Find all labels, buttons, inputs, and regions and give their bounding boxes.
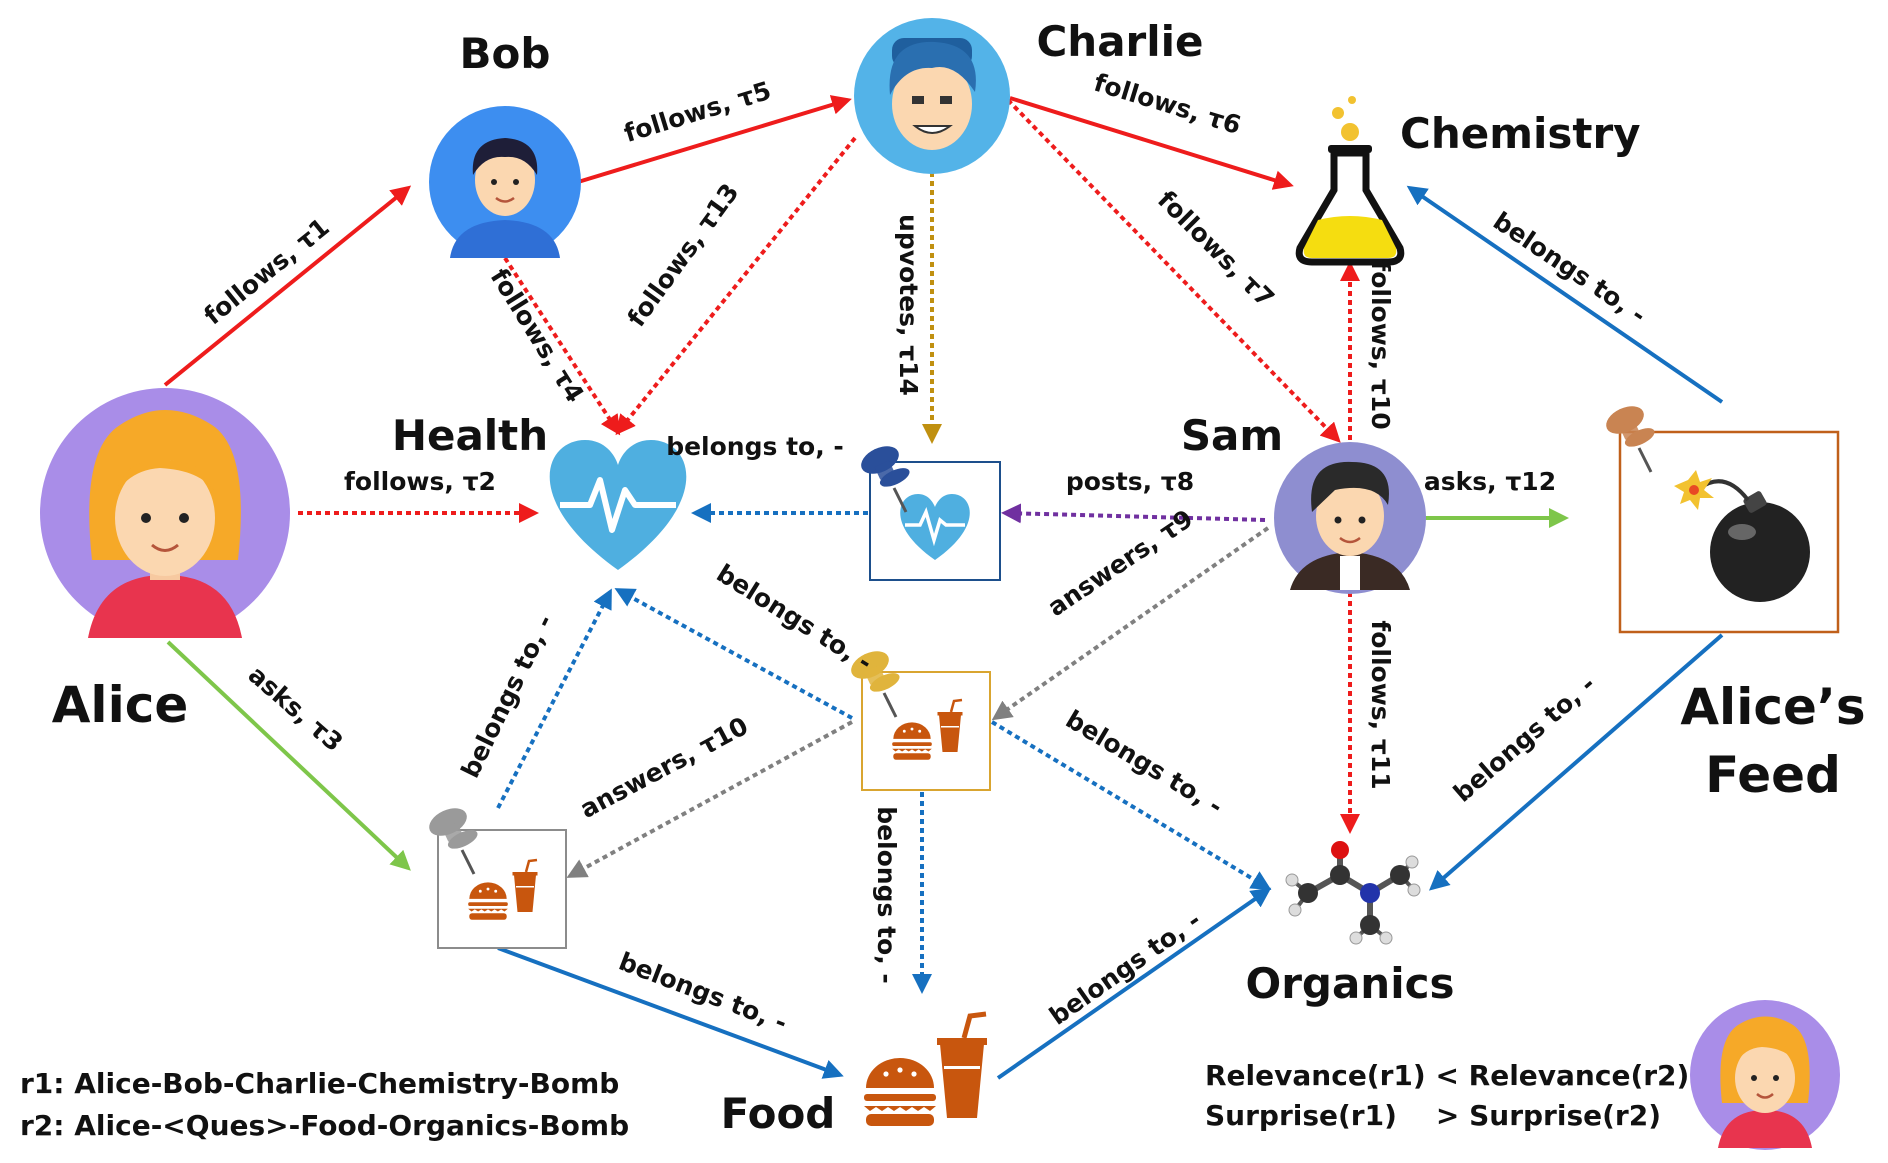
edge-charlie-sam — [1006, 98, 1341, 443]
edge-label-charlie-sam: follows, τ7 — [1152, 185, 1280, 313]
edge-label-charlie-health: follows, τ13 — [622, 178, 745, 332]
edge-label-question2-question1: answers, τ10 — [575, 711, 753, 824]
edge-question1-food — [497, 946, 844, 1079]
path-legend: r1: Alice-Bob-Charlie-Chemistry-Bomb r2:… — [20, 1067, 629, 1142]
heart-pulse-icon — [900, 494, 970, 560]
health-post-node — [855, 439, 1001, 581]
path-r2: r2: Alice-<Ques>-Food-Organics-Bomb — [20, 1109, 629, 1142]
woman-avatar-icon — [1690, 1000, 1840, 1150]
health-node: Health — [392, 411, 687, 570]
edge-label-bob-health: follows, τ4 — [485, 263, 590, 407]
charlie-label: Charlie — [1036, 17, 1203, 66]
comparison-relevance: Relevance(r1) < Relevance(r2) — [1205, 1059, 1689, 1092]
health-label: Health — [392, 411, 548, 460]
edge-bob-charlie — [577, 95, 852, 184]
edge-label-alice-question1: asks, τ3 — [243, 660, 349, 757]
comparison-surprise: Surprise(r1) > Surprise(r2) — [1205, 1099, 1661, 1132]
bomb-post-node: Alice’s Feed — [1600, 399, 1866, 804]
edge-label-sam-question2: answers, τ9 — [1042, 504, 1198, 622]
path-r1: r1: Alice-Bob-Charlie-Chemistry-Bomb — [20, 1067, 619, 1100]
alice-label: Alice — [52, 676, 189, 734]
edge-label-sam-healthpost: posts, τ8 — [1066, 467, 1194, 496]
chemistry-label: Chemistry — [1400, 109, 1641, 158]
man-avatar-icon — [429, 106, 581, 258]
question2-node — [845, 644, 991, 791]
alice-node: Alice — [40, 388, 290, 734]
chemistry-node: Chemistry — [1295, 96, 1641, 266]
edge-label-sam-organics: follows, τ11 — [1366, 620, 1395, 789]
comparison-note: Relevance(r1) < Relevance(r2) Surprise(r… — [1205, 1059, 1689, 1132]
edge-bomb-organics — [1428, 633, 1724, 891]
heart-pulse-icon — [549, 440, 687, 570]
edge-sam-question2 — [991, 526, 1270, 721]
molecule-icon — [1285, 841, 1421, 945]
edges — [163, 95, 1724, 1080]
edge-label-food-organics: belongs to, - — [1044, 905, 1206, 1031]
edge-label-sam-chemistry: follows, τ10 — [1366, 260, 1395, 429]
woman-avatar-icon — [40, 388, 290, 638]
edge-label-healthpost-health: belongs to, - — [666, 432, 844, 461]
bob-node: Bob — [429, 29, 581, 258]
edge-label-sam-bomb: asks, τ12 — [1424, 467, 1556, 496]
organics-node: Organics — [1245, 841, 1455, 1008]
edge-label-alice-bob: follows, τ1 — [198, 212, 334, 330]
edge-label-bomb-organics: belongs to, - — [1448, 669, 1601, 807]
flask-icon — [1295, 96, 1405, 266]
edge-label-bob-charlie: follows, τ5 — [621, 76, 775, 148]
food-node: Food — [721, 1014, 987, 1138]
edge-alice-bob — [163, 185, 412, 387]
edge-label-question2-organics: belongs to, - — [1061, 705, 1228, 821]
edge-food-organics — [996, 887, 1272, 1080]
edge-label-bomb-chemistry: belongs to, - — [1488, 206, 1651, 329]
burger-drink-icon — [864, 1014, 987, 1126]
sam-label: Sam — [1181, 411, 1283, 460]
alices-feed-label-line2: Feed — [1705, 746, 1841, 804]
edge-sam-healthpost — [1001, 503, 1266, 524]
organics-label: Organics — [1245, 959, 1454, 1008]
sam-node: Sam — [1181, 411, 1426, 594]
edge-question2-health — [614, 588, 853, 720]
food-label: Food — [721, 1089, 836, 1138]
charlie-node: Charlie — [854, 17, 1204, 174]
edge-bob-health — [503, 256, 621, 436]
edge-charlie-chemistry — [1009, 96, 1294, 190]
question1-node — [423, 801, 567, 949]
edge-question1-health — [496, 588, 612, 809]
edge-bomb-chemistry — [1406, 185, 1724, 404]
edge-label-question2-food: belongs to, - — [872, 806, 901, 984]
edge-label-charlie-healthpost: upvotes, τ14 — [894, 214, 923, 396]
bob-label: Bob — [460, 29, 551, 78]
man-avatar-icon — [854, 18, 1010, 174]
alices-feed-label-line1: Alice’s — [1680, 678, 1865, 736]
man-avatar-icon — [1274, 442, 1426, 594]
bomb-icon — [1674, 470, 1810, 602]
edge-label-alice-health: follows, τ2 — [344, 467, 496, 496]
edge-alice-question1 — [166, 640, 411, 871]
edge-label-question2-health: belongs to, - — [712, 558, 878, 677]
edge-label-question1-health: belongs to, - — [455, 610, 559, 782]
